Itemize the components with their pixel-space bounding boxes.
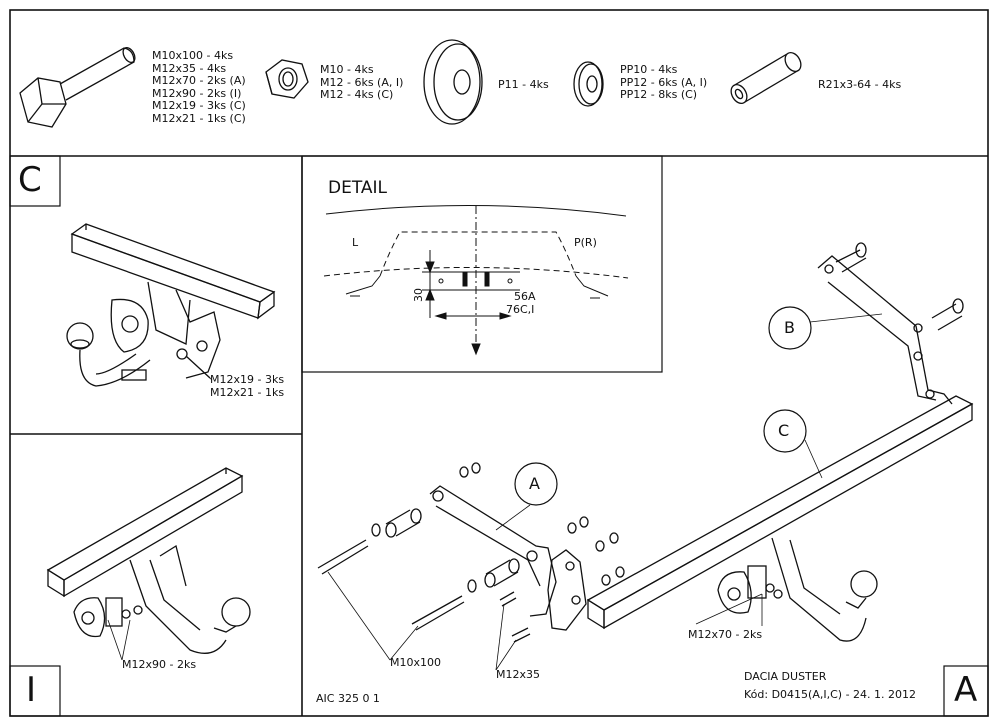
balloon-a-label: A <box>529 474 540 493</box>
bolt-spec: M12x19 - 3ks (C) <box>152 99 246 112</box>
corner-letter: A <box>954 670 978 710</box>
balloon-c <box>763 409 807 453</box>
bolt-spec: M12x70 - 2ks (A) <box>152 74 246 87</box>
nut-spec: M12 - 6ks (A, I) <box>320 75 404 89</box>
outer-frame <box>9 9 989 717</box>
panel-c-towbar-drawing <box>66 223 276 387</box>
callout-m12x70: M12x70 - 2ks <box>688 628 763 641</box>
nut-spec: M12 - 4ks (C) <box>320 88 394 101</box>
nut-icon <box>265 59 309 99</box>
main-assembly-drawing <box>317 242 974 643</box>
detail-left-label: L <box>352 236 359 249</box>
panel-i-letter: I <box>26 670 37 710</box>
washer-spec: PP10 - 4ks <box>620 63 678 76</box>
bolt-spec: M12x35 - 4ks <box>152 61 227 75</box>
callout-m10x100: M10x100 <box>390 656 441 669</box>
nuts-list: M10 - 4ks M12 - 6ks (A, I) M12 - 4ks (C) <box>320 63 404 102</box>
detail-title: DETAIL <box>328 178 388 198</box>
part-code: Kód: D0415(A,I,C) - 24. 1. 2012 <box>744 688 917 701</box>
detail-drawing <box>323 205 629 356</box>
spacer-spec: R21x3-64 - 4ks <box>818 78 902 91</box>
small-washer-icon <box>573 61 604 107</box>
vehicle-name: DACIA DUSTER <box>744 670 827 683</box>
bolt-spec: M12x90 - 2ks (I) <box>152 86 242 100</box>
letter-box-a <box>943 665 989 717</box>
washer-spec: PP12 - 6ks (A, I) <box>620 75 708 89</box>
letter-box-c <box>9 155 61 207</box>
balloon-c-label: C <box>778 421 790 440</box>
balloon-a <box>514 462 558 506</box>
bolt-spec: M10x100 - 4ks <box>152 49 234 62</box>
detail-dim-vertical: 30 <box>412 288 425 302</box>
large-washer-icon <box>423 39 483 125</box>
detail-dim-b: 76C,I <box>506 303 535 316</box>
balloon-b-label: B <box>784 318 795 337</box>
panel-c-callout-line: M12x19 - 3ks <box>210 373 285 386</box>
leader-lines <box>107 313 883 671</box>
panel-i-callout: M12x90 - 2ks <box>122 658 197 671</box>
bolts-list: M10x100 - 4ks M12x35 - 4ks M12x70 - 2ks … <box>152 49 246 125</box>
detail-dim-a: 56A <box>514 290 536 303</box>
panel-c-callout-line: M12x21 - 1ks <box>210 385 285 399</box>
large-washer-spec: P11 - 4ks <box>498 78 549 91</box>
balloon-b <box>768 306 812 350</box>
nut-spec: M10 - 4ks <box>320 63 374 76</box>
washers-list: PP10 - 4ks PP12 - 6ks (A, I) PP12 - 8ks … <box>620 63 708 102</box>
panel-c-callout: M12x19 - 3ks M12x21 - 1ks <box>210 373 285 399</box>
detail-right-label: P(R) <box>574 236 597 249</box>
bolt-spec: M12x21 - 1ks (C) <box>152 111 246 125</box>
callout-m12x35: M12x35 <box>496 668 540 681</box>
panel-c-letter: C <box>18 160 42 200</box>
letter-box-i <box>9 665 61 717</box>
panel-i-towbar-drawing <box>46 467 251 654</box>
washer-spec: PP12 - 8ks (C) <box>620 88 698 101</box>
spacer-tube-icon <box>730 52 802 104</box>
bolt-icon <box>19 46 136 128</box>
drawing-number: AIC 325 0 1 <box>316 692 380 705</box>
detail-frame <box>301 155 663 373</box>
